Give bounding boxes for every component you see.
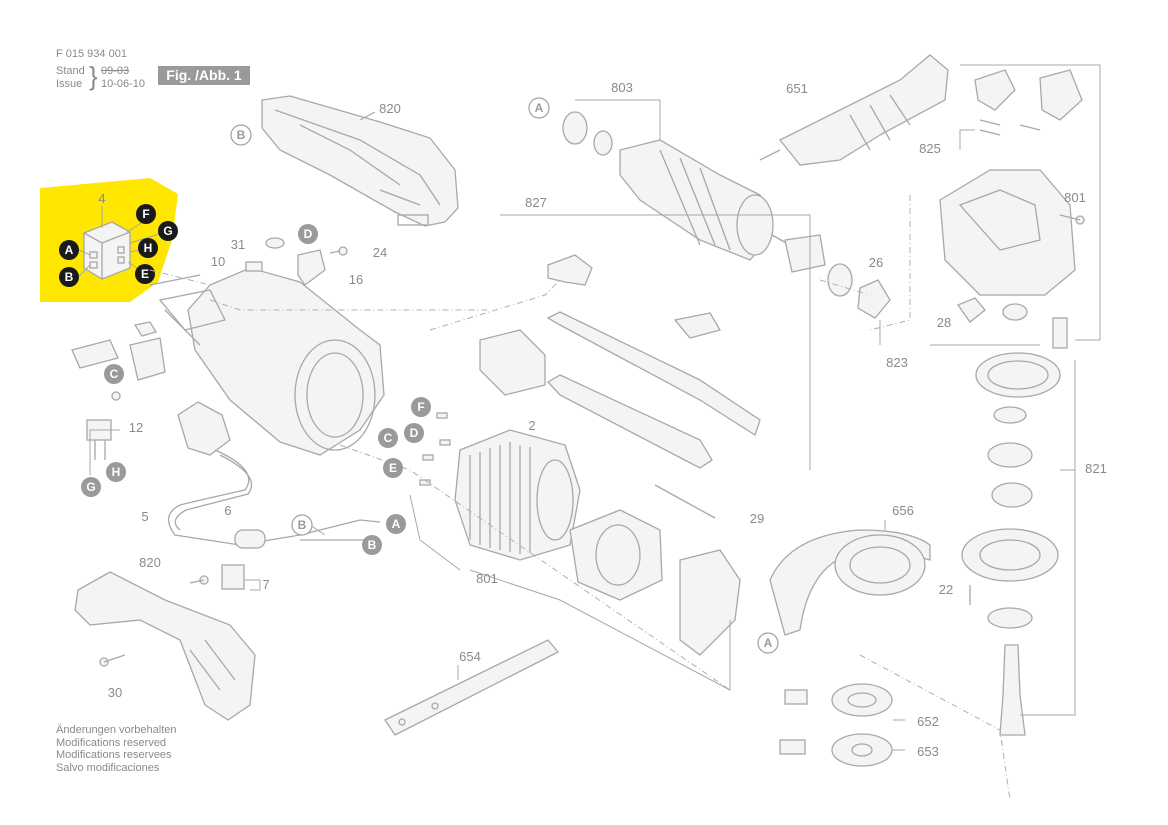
outline-badges <box>230 97 779 654</box>
badge-a-cable: A <box>392 517 401 531</box>
note-de: Änderungen vorbehalten <box>56 724 177 736</box>
label-801-right: 801 <box>1064 190 1086 205</box>
doc-number: F 015 934 001 <box>56 48 127 60</box>
flange-icon[interactable] <box>779 683 893 767</box>
label-16: 16 <box>349 272 363 287</box>
label-2: 2 <box>528 418 535 433</box>
gear-head-icon[interactable] <box>939 69 1085 323</box>
label-10: 10 <box>211 254 225 269</box>
label-803: 803 <box>611 80 633 95</box>
badge-e-stator: E <box>389 461 397 475</box>
modification-notes: Änderungen vorbehalten Modifications res… <box>56 724 176 774</box>
label-30: 30 <box>108 685 122 700</box>
connector-badges-switch <box>59 204 178 287</box>
label-821: 821 <box>1085 461 1107 476</box>
label-24: 24 <box>373 245 387 260</box>
issue-date: 10-06-10 <box>101 78 146 90</box>
badge-b-cable-end: B <box>368 538 377 552</box>
handle-icon[interactable] <box>759 54 949 166</box>
assembly-lines <box>149 195 1011 801</box>
badge-h-12: H <box>112 465 121 479</box>
gear-train-icon[interactable] <box>961 303 1068 736</box>
badge-h-switch: H <box>144 241 153 255</box>
label-654: 654 <box>459 649 481 664</box>
label-22: 22 <box>939 582 953 597</box>
bracket-lines <box>89 64 1101 751</box>
filled-badges <box>81 224 431 555</box>
old-date: 09-03 <box>101 65 130 77</box>
handle-cover-top-icon[interactable] <box>261 95 459 227</box>
badge-c-left: C <box>110 367 119 381</box>
badge-f-switch: F <box>142 207 149 221</box>
switch-icon[interactable] <box>83 221 131 280</box>
badge-a-ring: A <box>764 636 773 650</box>
badge-g-switch: G <box>163 224 172 238</box>
badge-b-switch: B <box>65 270 74 284</box>
label-6: 6 <box>224 503 231 518</box>
label-5: 5 <box>141 509 148 524</box>
cable-plug-icon[interactable] <box>168 401 381 549</box>
stator-icon[interactable] <box>454 429 581 561</box>
badge-g-12: G <box>86 480 95 494</box>
label-26: 26 <box>869 255 883 270</box>
motor-housing-icon[interactable] <box>149 267 385 456</box>
badge-f-stator: F <box>417 400 424 414</box>
issue-label: Issue <box>56 78 83 90</box>
badge-e-switch: E <box>141 267 149 281</box>
badge-d-16: D <box>304 227 313 241</box>
terminal-icons[interactable] <box>419 412 451 486</box>
mounting-plate-icon[interactable] <box>479 254 761 469</box>
badge-a-armature: A <box>535 101 544 115</box>
note-es: Salvo modificaciones <box>56 761 160 774</box>
label-651: 651 <box>786 81 808 96</box>
handle-cover-bottom-icon[interactable] <box>74 571 256 721</box>
small-parts-left[interactable] <box>71 237 348 401</box>
label-820-bottom: 820 <box>139 555 161 570</box>
label-652: 652 <box>917 714 939 729</box>
brace-icon: } <box>89 61 98 91</box>
label-12: 12 <box>129 420 143 435</box>
label-653: 653 <box>917 744 939 759</box>
label-825: 825 <box>919 141 941 156</box>
label-4: 4 <box>98 191 105 206</box>
label-656: 656 <box>892 503 914 518</box>
brush-ring-icon[interactable] <box>569 509 741 656</box>
stand-label: Stand <box>56 65 85 77</box>
label-7: 7 <box>262 577 269 592</box>
screw-icon[interactable] <box>654 484 716 519</box>
badge-c-stator: C <box>384 431 393 445</box>
badge-b-top: B <box>237 128 246 142</box>
badge-a-switch: A <box>65 243 74 257</box>
capacitor-icon[interactable] <box>86 419 112 460</box>
figure-label: Fig. /Abb. 1 <box>158 66 250 85</box>
cable-clamp-icon[interactable] <box>189 564 245 590</box>
bearing-icon[interactable] <box>784 234 891 319</box>
label-823: 823 <box>886 355 908 370</box>
label-31: 31 <box>231 237 245 252</box>
wrench-icon[interactable] <box>384 639 560 736</box>
label-820-top: 820 <box>379 101 401 116</box>
label-827: 827 <box>525 195 547 210</box>
label-28: 28 <box>937 315 951 330</box>
note-en: Modifications reserved <box>56 736 167 749</box>
badge-d-stator: D <box>410 426 419 440</box>
note-fr: Modifications reservees <box>56 749 172 761</box>
guard-icon[interactable] <box>769 529 931 636</box>
armature-icon[interactable] <box>562 111 791 261</box>
label-29: 29 <box>750 511 764 526</box>
badge-b-cable: B <box>298 518 307 532</box>
label-801-center: 801 <box>476 571 498 586</box>
